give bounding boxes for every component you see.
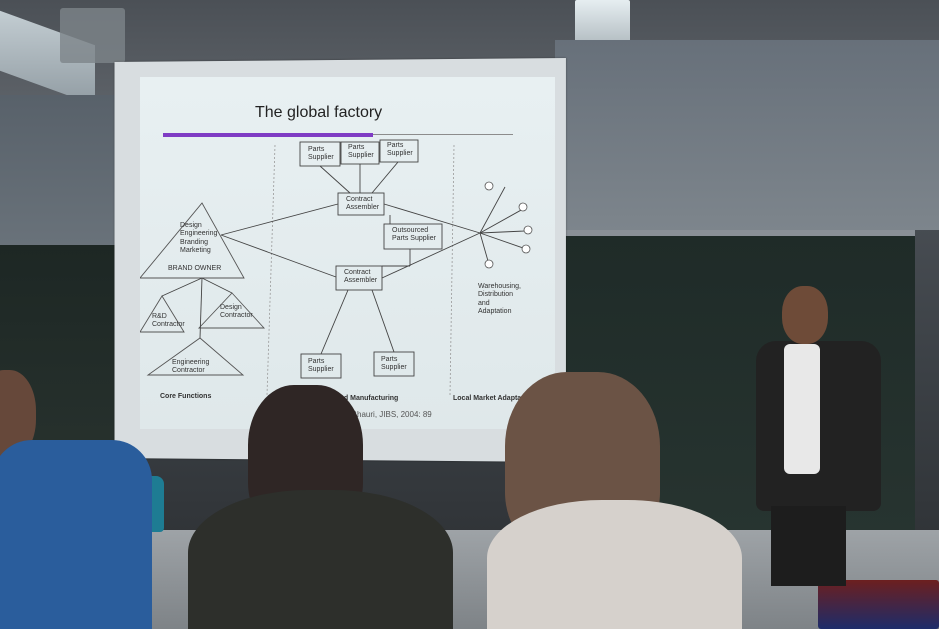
slide-title-rule — [373, 134, 513, 135]
manufacturing-label: ed Manufacturing — [340, 395, 399, 402]
brand-owner-triangle — [140, 202, 245, 279]
market-nodes — [484, 181, 533, 269]
outsourced-parts-supplier-box — [383, 223, 443, 250]
core-functions-label: Core Functions — [160, 393, 212, 400]
presenter — [756, 286, 906, 586]
brand-owner-label: BRAND OWNER — [168, 265, 222, 272]
slide-source-footnote: Buckley and Ghauri, JIBS, 2004: 89 — [305, 410, 432, 419]
global-factory-diagram — [140, 139, 533, 396]
local-market-adaptation-label: Local Market Adaptation — [453, 395, 535, 402]
audience-member-left-body — [188, 490, 453, 629]
audience-member-right-body — [487, 500, 742, 629]
diagram-connectors — [161, 161, 526, 355]
projector-mount — [60, 8, 125, 63]
engineering-contractor-triangle — [146, 337, 245, 376]
seated-person-left — [0, 370, 180, 629]
projection-screen: The global factory — [140, 77, 555, 429]
slide-title: The global factory — [255, 104, 383, 121]
presenter-shirt — [784, 344, 820, 474]
section-dividers — [266, 144, 455, 396]
seated-person-left-body — [0, 440, 152, 629]
diagram-triangles — [140, 202, 266, 376]
rd-contractor-triangle — [140, 295, 185, 333]
parts-supplier-box-3 — [379, 139, 419, 163]
presenter-legs — [771, 506, 846, 586]
right-wall — [555, 40, 939, 230]
book-stack — [818, 580, 939, 629]
presenter-head — [782, 286, 828, 344]
design-contractor-triangle — [197, 292, 266, 329]
diagram-boxes — [299, 139, 443, 379]
slide-title-underline — [163, 133, 373, 137]
